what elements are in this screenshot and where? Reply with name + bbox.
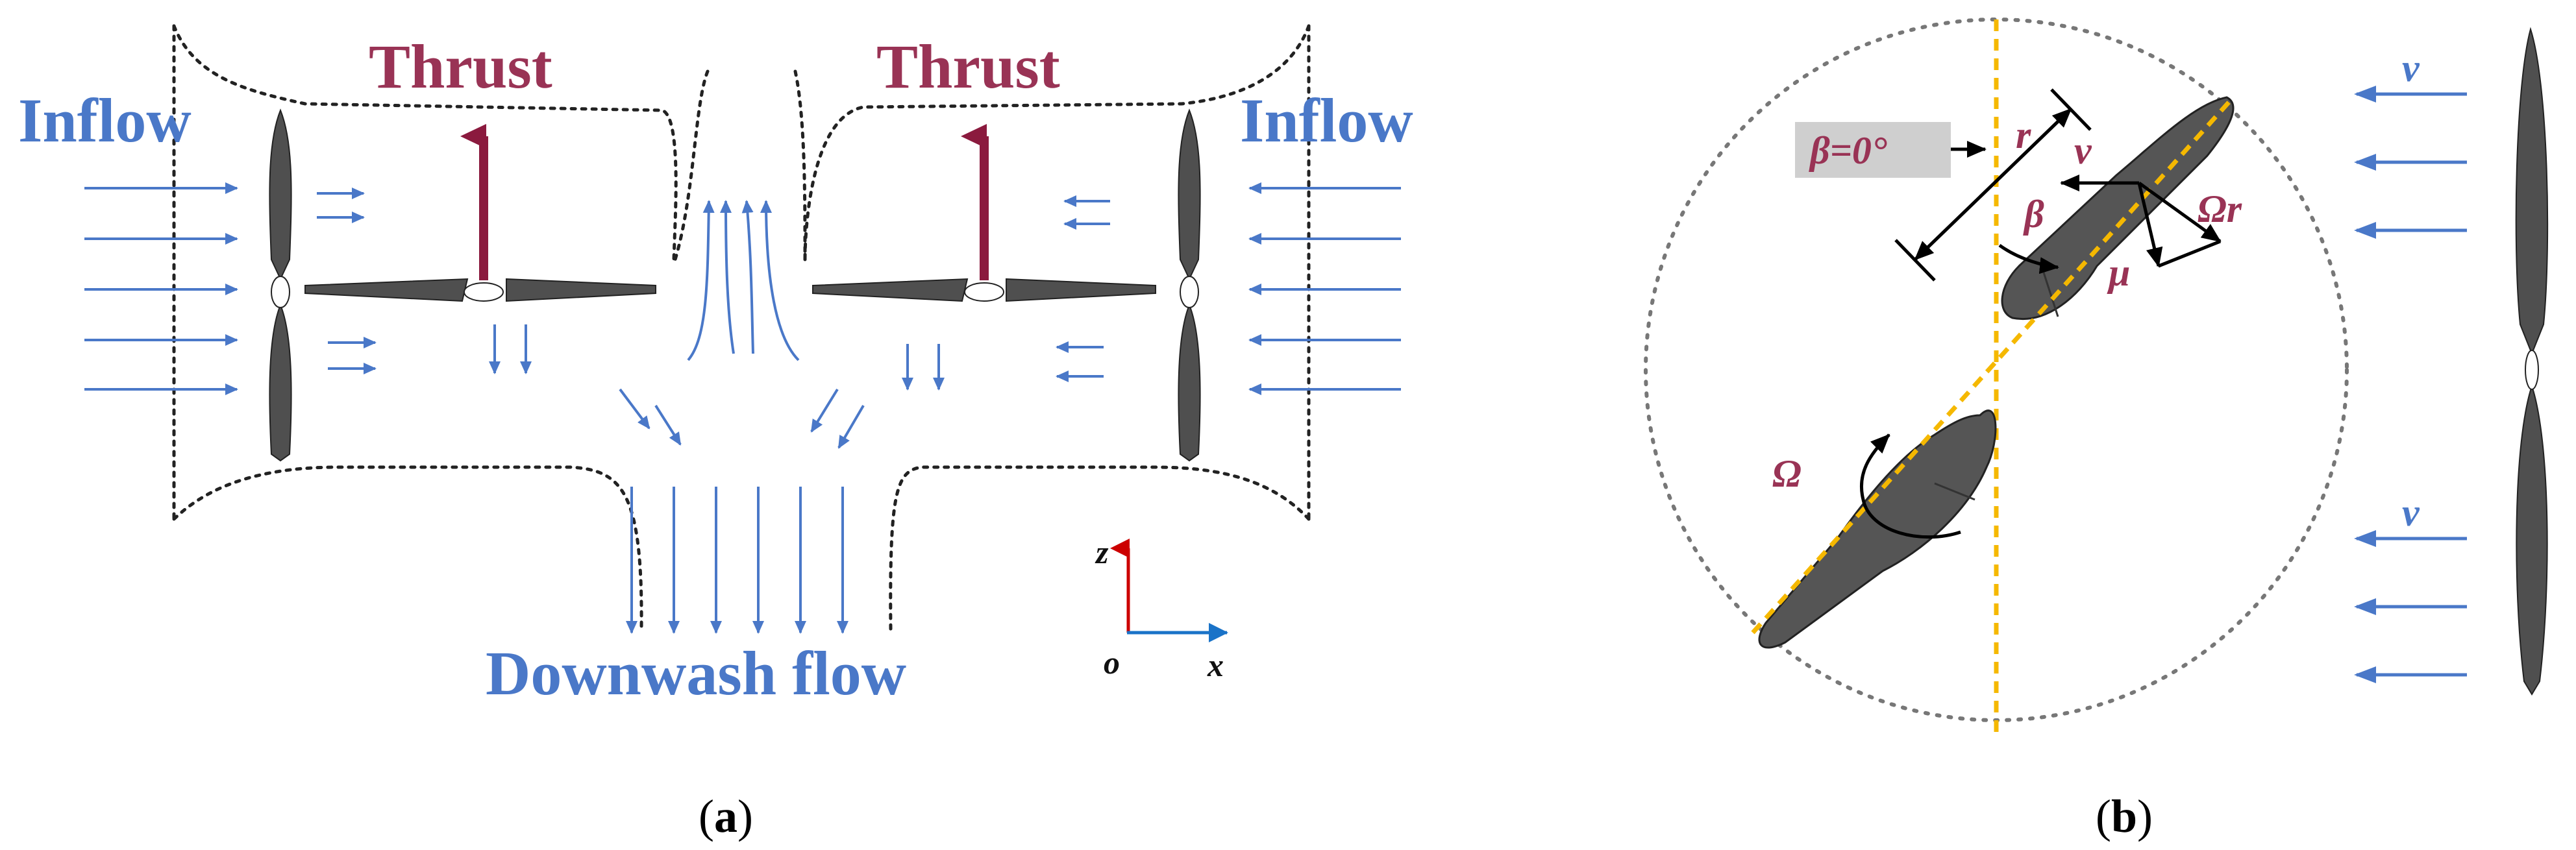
radius-dimension [1894,88,2092,282]
beta-zero-label: β=0° [1809,129,1887,172]
panel-a: Inflow Inflow Thrust Thrust Downwash flo… [18,24,1413,842]
central-upflow [687,200,800,361]
beta-zero-box [1795,122,1951,178]
radius-label: r [2016,114,2031,156]
side-velocity-label-top: v [2402,47,2420,90]
axis-z-label: z [1095,534,1109,570]
side-view-blade [2515,27,2549,696]
v-label-triangle: v [2074,129,2092,172]
axes-indicator: z x o [1095,534,1228,683]
right-side-propeller [1178,108,1201,462]
side-velocity-label-bottom: v [2402,491,2420,534]
inflow-label-left: Inflow [18,86,192,155]
mu-label: μ [2107,251,2130,294]
left-side-propeller [269,108,292,462]
downwash-arrows [626,487,848,634]
small-flow-arrows [317,188,1110,449]
panel-b-caption: (b) [2096,790,2153,842]
beta-angle-arc [1998,243,2059,274]
inflow-label-right: Inflow [1240,86,1413,155]
omega-label: Ω [1772,452,1802,495]
beta-label: β [2023,193,2044,236]
streamtube-outline [172,24,1311,631]
axis-x-label: x [1207,647,1224,683]
blade-axis-line [1751,95,2235,635]
thrust-label-left: Thrust [369,32,552,101]
inflow-arrows-right [1248,182,1401,395]
inflow-arrows-left [84,182,238,395]
thrust-label-right: Thrust [876,32,1060,101]
right-horizontal-propeller [812,278,1156,302]
left-horizontal-propeller [304,278,656,302]
downwash-flow-label: Downwash flow [486,638,906,708]
rotated-blade [1758,96,2235,649]
omega-r-label: Ωr [2198,188,2242,230]
velocity-triangle [2060,175,2222,268]
omega-rotation-arc [1859,433,1961,539]
axis-o-label: o [1104,644,1120,681]
panel-a-caption: (a) [699,790,753,842]
side-inflow-arrows [2354,86,2467,683]
panel-b: β=0° r v Ωr μ β Ω [1644,18,2549,842]
